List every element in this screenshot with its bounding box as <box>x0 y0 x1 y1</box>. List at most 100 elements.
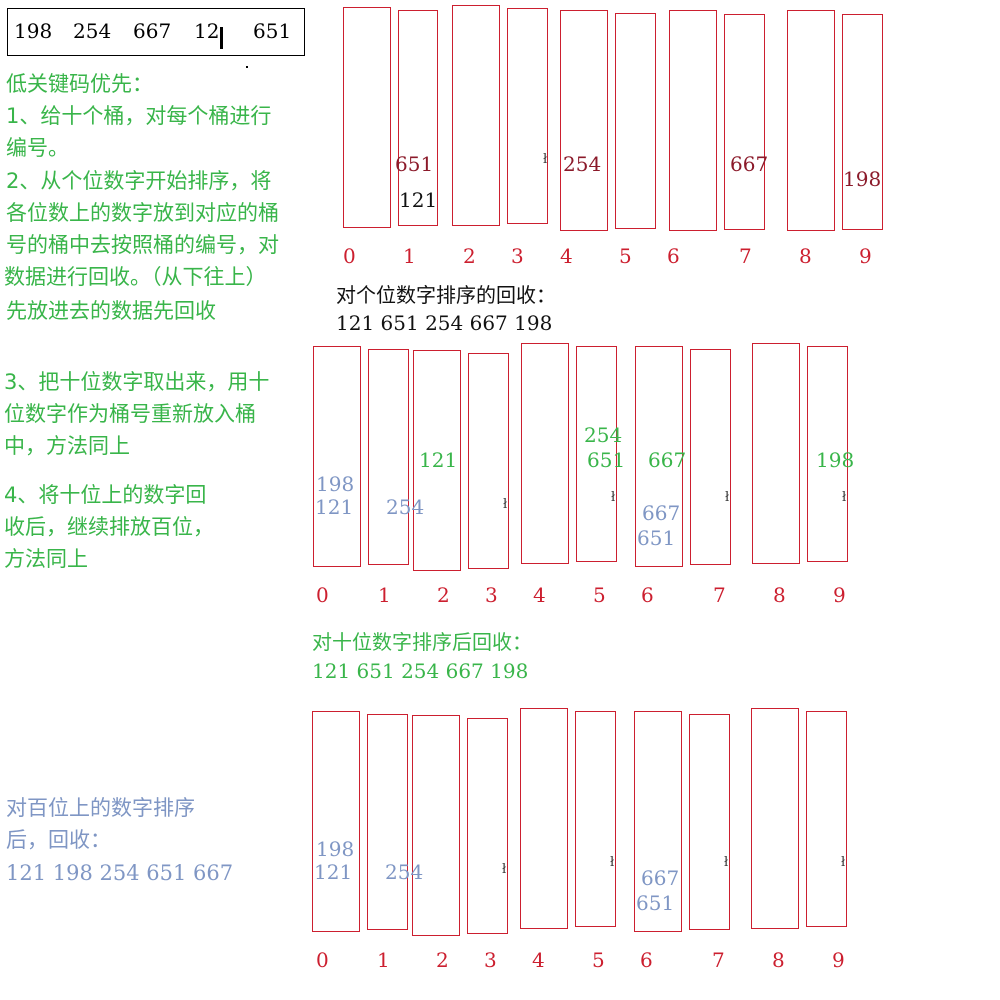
bucket-1-number: 254 <box>385 860 424 884</box>
bucket-2 <box>452 5 500 226</box>
bucket-index: 2 <box>437 583 450 607</box>
bucket-5 <box>575 711 616 927</box>
cursor-mark: ł <box>611 490 616 505</box>
bucket-5-number: 651 <box>587 448 626 472</box>
step-line: 各位数上的数字放到对应的桶 <box>6 201 279 225</box>
step3-line: 位数字作为桶号重新放入桶 <box>4 402 256 426</box>
cursor-mark: ł <box>842 490 847 505</box>
bucket-0 <box>313 346 361 567</box>
bucket-2-number: 121 <box>419 448 458 472</box>
step4-line: 4、将十位上的数字回 <box>4 483 207 507</box>
step4-line: 方法同上 <box>4 547 88 571</box>
bucket-index: 7 <box>712 948 725 972</box>
bucket-8 <box>751 708 799 929</box>
cursor-mark: ł <box>724 855 729 870</box>
bucket-9-number: 198 <box>843 167 882 191</box>
bucket-index: 3 <box>484 948 497 972</box>
bucket-index: 2 <box>463 244 476 268</box>
bucket-index: 9 <box>859 244 872 268</box>
step-line: 编号。 <box>6 136 69 160</box>
bucket-6 <box>669 10 717 231</box>
step3-line: 中，方法同上 <box>4 434 130 458</box>
bucket-4 <box>560 10 608 231</box>
bucket-6-number: 667 <box>642 501 681 525</box>
bucket-2 <box>413 350 461 571</box>
bucket-6 <box>634 711 682 932</box>
input-number: 12 <box>194 19 220 43</box>
cursor-mark: ł <box>841 855 846 870</box>
step-line: 先放进去的数据先回收 <box>6 299 216 323</box>
bucket-index: 1 <box>378 583 391 607</box>
step-line: 1、给十个桶，对每个桶进行 <box>6 104 272 128</box>
cursor-mark: ł <box>543 152 548 167</box>
bucket-index: 1 <box>377 948 390 972</box>
cursor-mark: ł <box>503 497 508 512</box>
cursor-mark: ł <box>502 862 507 877</box>
bucket-index: 4 <box>533 583 546 607</box>
bucket-8 <box>787 10 835 231</box>
bucket-index: 3 <box>511 244 524 268</box>
stray-dot <box>246 66 248 68</box>
bucket-9-number: 198 <box>816 448 855 472</box>
bucket-3 <box>468 353 509 569</box>
bucket-6 <box>635 346 683 567</box>
bucket-4 <box>520 708 568 929</box>
stage1-caption: 对个位数字排序的回收： <box>336 283 556 307</box>
bucket-index: 8 <box>772 948 785 972</box>
step-line: 号的桶中去按照桶的编号，对 <box>6 233 279 257</box>
bucket-6-number: 651 <box>636 891 675 915</box>
bucket-1-number: 651 <box>395 152 434 176</box>
bucket-index: 4 <box>560 244 573 268</box>
bucket-index: 9 <box>832 948 845 972</box>
bucket-index: 5 <box>592 948 605 972</box>
step-line: 2、从个位数字开始排序，将 <box>6 169 272 193</box>
input-number: 254 <box>73 19 112 43</box>
bucket-7 <box>690 349 731 565</box>
input-number: 651 <box>253 19 292 43</box>
bucket-3 <box>467 718 508 934</box>
input-number: 198 <box>14 19 53 43</box>
bucket-7 <box>689 714 730 930</box>
bucket-0-number: 121 <box>315 495 354 519</box>
bucket-6-number: 667 <box>641 866 680 890</box>
bucket-index: 3 <box>485 583 498 607</box>
bucket-0-number: 198 <box>316 837 355 861</box>
bucket-9 <box>806 711 847 927</box>
bucket-2 <box>412 715 460 936</box>
text-cursor <box>220 27 223 49</box>
bucket-index: 9 <box>833 583 846 607</box>
bucket-index: 6 <box>667 244 680 268</box>
bucket-index: 5 <box>593 583 606 607</box>
steps-title: 低关键码优先： <box>6 72 153 96</box>
stage3-caption-line: 后，回收： <box>6 828 111 852</box>
bucket-index: 7 <box>739 244 752 268</box>
bucket-0-number: 198 <box>316 472 355 496</box>
cursor-mark: ł <box>725 490 730 505</box>
stage2-result: 121 651 254 667 198 <box>312 659 529 683</box>
bucket-9 <box>807 346 848 562</box>
bucket-index: 0 <box>316 948 329 972</box>
bucket-4 <box>521 343 569 564</box>
input-number: 667 <box>133 19 172 43</box>
bucket-index: 5 <box>619 244 632 268</box>
stage3-result: 121 198 254 651 667 <box>6 861 234 885</box>
bucket-6-number: 651 <box>637 526 676 550</box>
bucket-0 <box>312 711 360 932</box>
step3-line: 3、把十位数字取出来，用十 <box>4 370 270 394</box>
bucket-index: 1 <box>403 244 416 268</box>
cursor-mark: ł <box>610 855 615 870</box>
bucket-9 <box>842 14 883 230</box>
bucket-0 <box>343 7 391 228</box>
bucket-1-number: 121 <box>399 188 438 212</box>
bucket-5 <box>576 346 617 562</box>
bucket-index: 8 <box>773 583 786 607</box>
bucket-5-number: 254 <box>584 423 623 447</box>
bucket-8 <box>752 343 800 564</box>
bucket-0-number: 121 <box>314 860 353 884</box>
bucket-4-number: 254 <box>563 152 602 176</box>
bucket-index: 2 <box>436 948 449 972</box>
step4-line: 收后，继续排放百位， <box>4 515 214 539</box>
step-line: 数据进行回收。（从下往上） <box>4 265 267 289</box>
bucket-index: 7 <box>713 583 726 607</box>
bucket-index: 4 <box>532 948 545 972</box>
